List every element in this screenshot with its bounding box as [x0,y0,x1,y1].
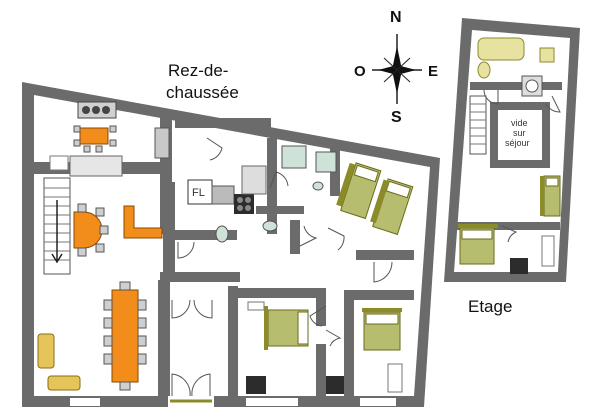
bar-counter [123,205,163,239]
bathtub [477,37,525,61]
compass-north: N [390,9,402,26]
bedroom-double-1 [246,301,309,394]
sofas [37,333,81,391]
upper-double-bed [458,224,498,265]
compass-west: O [354,63,366,80]
entrance-door[interactable] [168,373,214,408]
compass-east: E [428,63,438,80]
shower-2 [315,151,337,173]
fridge-label: FL [192,187,205,199]
upper-sink [539,47,555,63]
sink [154,127,170,159]
round-table [73,203,109,257]
upper-floor: vide sur séjour [444,18,580,282]
compass-rose: N S E O [354,9,438,126]
wardrobe [541,235,555,267]
shower-1 [281,145,307,169]
ground-floor-title-line2: chaussée [166,83,239,102]
bathroom-fixtures [215,145,337,243]
svg-text:séjour: séjour [505,138,530,148]
stove-heater-2 [326,376,344,394]
bedroom-double-2 [326,308,403,394]
svg-text:vide: vide [511,118,528,128]
upper-staircase [469,95,487,155]
upper-interior-walls [456,82,562,230]
cooktop [234,194,254,214]
upper-door-swings [483,89,561,243]
kitchen-counter [69,155,123,177]
staircase [43,177,71,275]
void-over-living-label: vide sur séjour [505,118,530,148]
svg-text:sur: sur [513,128,526,138]
upper-stove-heater [510,258,528,274]
kitchen-appliances: FL [187,165,267,214]
long-dining-table [103,281,147,391]
small-dining-table [79,127,109,145]
bedroom-twin-beds [336,162,414,236]
kitchen-dining [49,101,170,177]
ground-floor-title-line1: Rez-de- [168,61,228,80]
upper-single-bed [540,175,561,217]
toilet-2 [262,220,278,232]
stove-heater-1 [246,376,266,394]
ground-floor: FL [22,82,440,408]
door-swings [171,137,393,347]
toilet-1 [215,225,229,243]
upper-floor-title: Etage [468,297,512,316]
windows [70,200,422,406]
sofa-bottom [47,375,81,391]
upper-toilet [477,61,491,79]
compass-south: S [391,109,402,126]
sofa-left [37,333,55,369]
